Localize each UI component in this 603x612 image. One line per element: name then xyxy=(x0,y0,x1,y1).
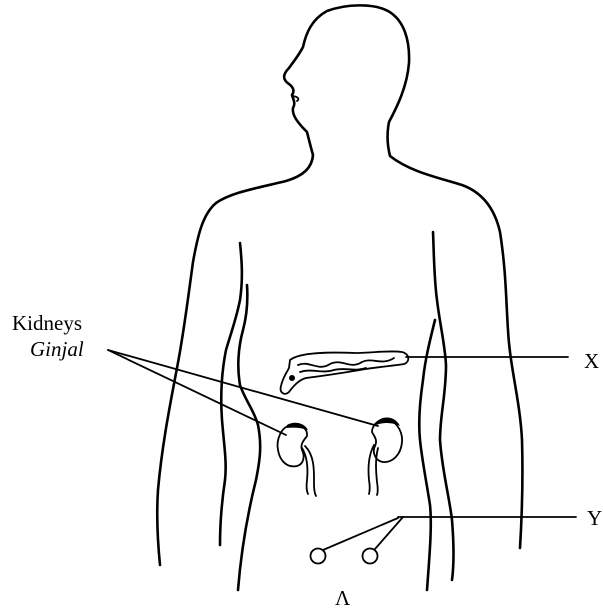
kidneys-label-malay: Ginjal xyxy=(30,337,84,361)
pancreas-duct-dot xyxy=(289,375,295,381)
right-inner-arm-line xyxy=(433,232,454,580)
head-and-shoulders-outline xyxy=(157,5,522,565)
label-y: Y xyxy=(587,506,602,530)
pointer-line-y-left xyxy=(323,518,398,550)
right-small-organ xyxy=(363,549,378,564)
kidneys-label-english: Kidneys xyxy=(12,311,82,335)
left-torso-line xyxy=(238,285,260,590)
right-torso-line xyxy=(419,320,435,590)
label-x: X xyxy=(584,349,599,373)
right-kidney xyxy=(369,418,403,496)
label-bottom-marker: Λ xyxy=(335,586,351,610)
left-inner-arm-line xyxy=(220,243,242,545)
pancreas-texture xyxy=(298,358,394,372)
